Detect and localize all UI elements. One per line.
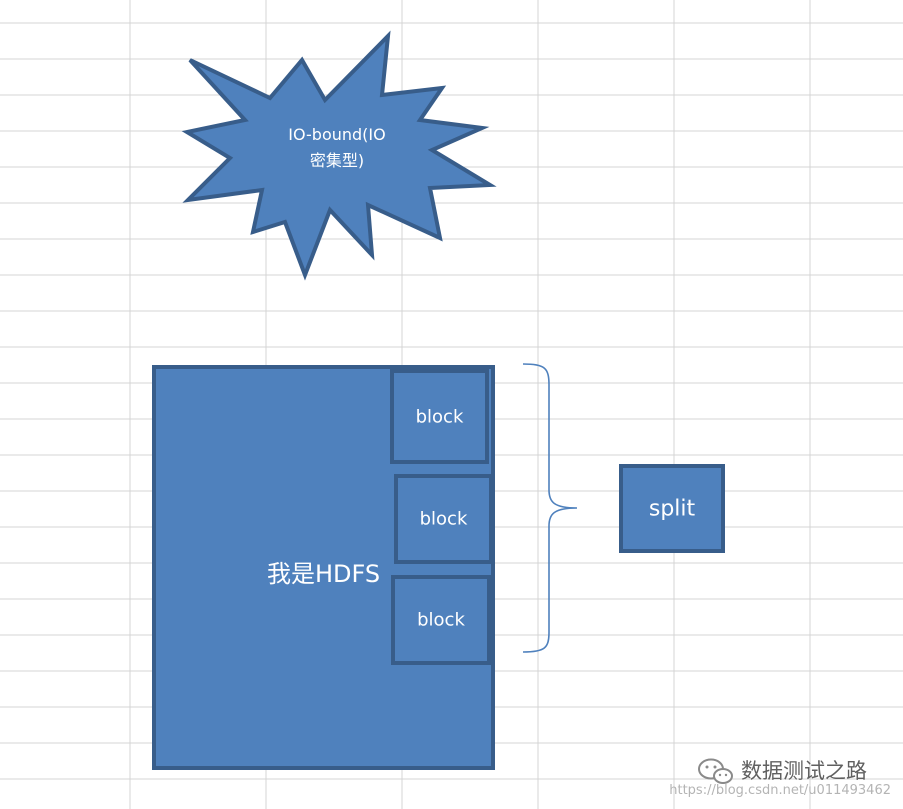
split-label: split xyxy=(648,496,696,521)
watermark-brand: 数据测试之路 xyxy=(741,759,867,783)
block-box-3: block xyxy=(391,575,491,665)
watermark: 数据测试之路 https://blog.csdn.net/u011493462 xyxy=(669,755,897,809)
starburst-line-1: IO-bound(IO xyxy=(288,125,386,144)
block-label-1: block xyxy=(415,406,464,427)
split-box: split xyxy=(619,464,725,553)
block-label-2: block xyxy=(419,508,468,530)
wechat-icon xyxy=(698,758,733,784)
block-box-1: block xyxy=(390,369,489,464)
starburst-text: IO-bound(IO 密集型) xyxy=(262,122,412,174)
block-box-2: block xyxy=(394,474,493,564)
hdfs-label: 我是HDFS xyxy=(267,560,381,588)
starburst-line-2: 密集型) xyxy=(309,151,365,170)
block-label-3: block xyxy=(417,609,465,631)
watermark-url: https://blog.csdn.net/u011493462 xyxy=(669,783,891,798)
